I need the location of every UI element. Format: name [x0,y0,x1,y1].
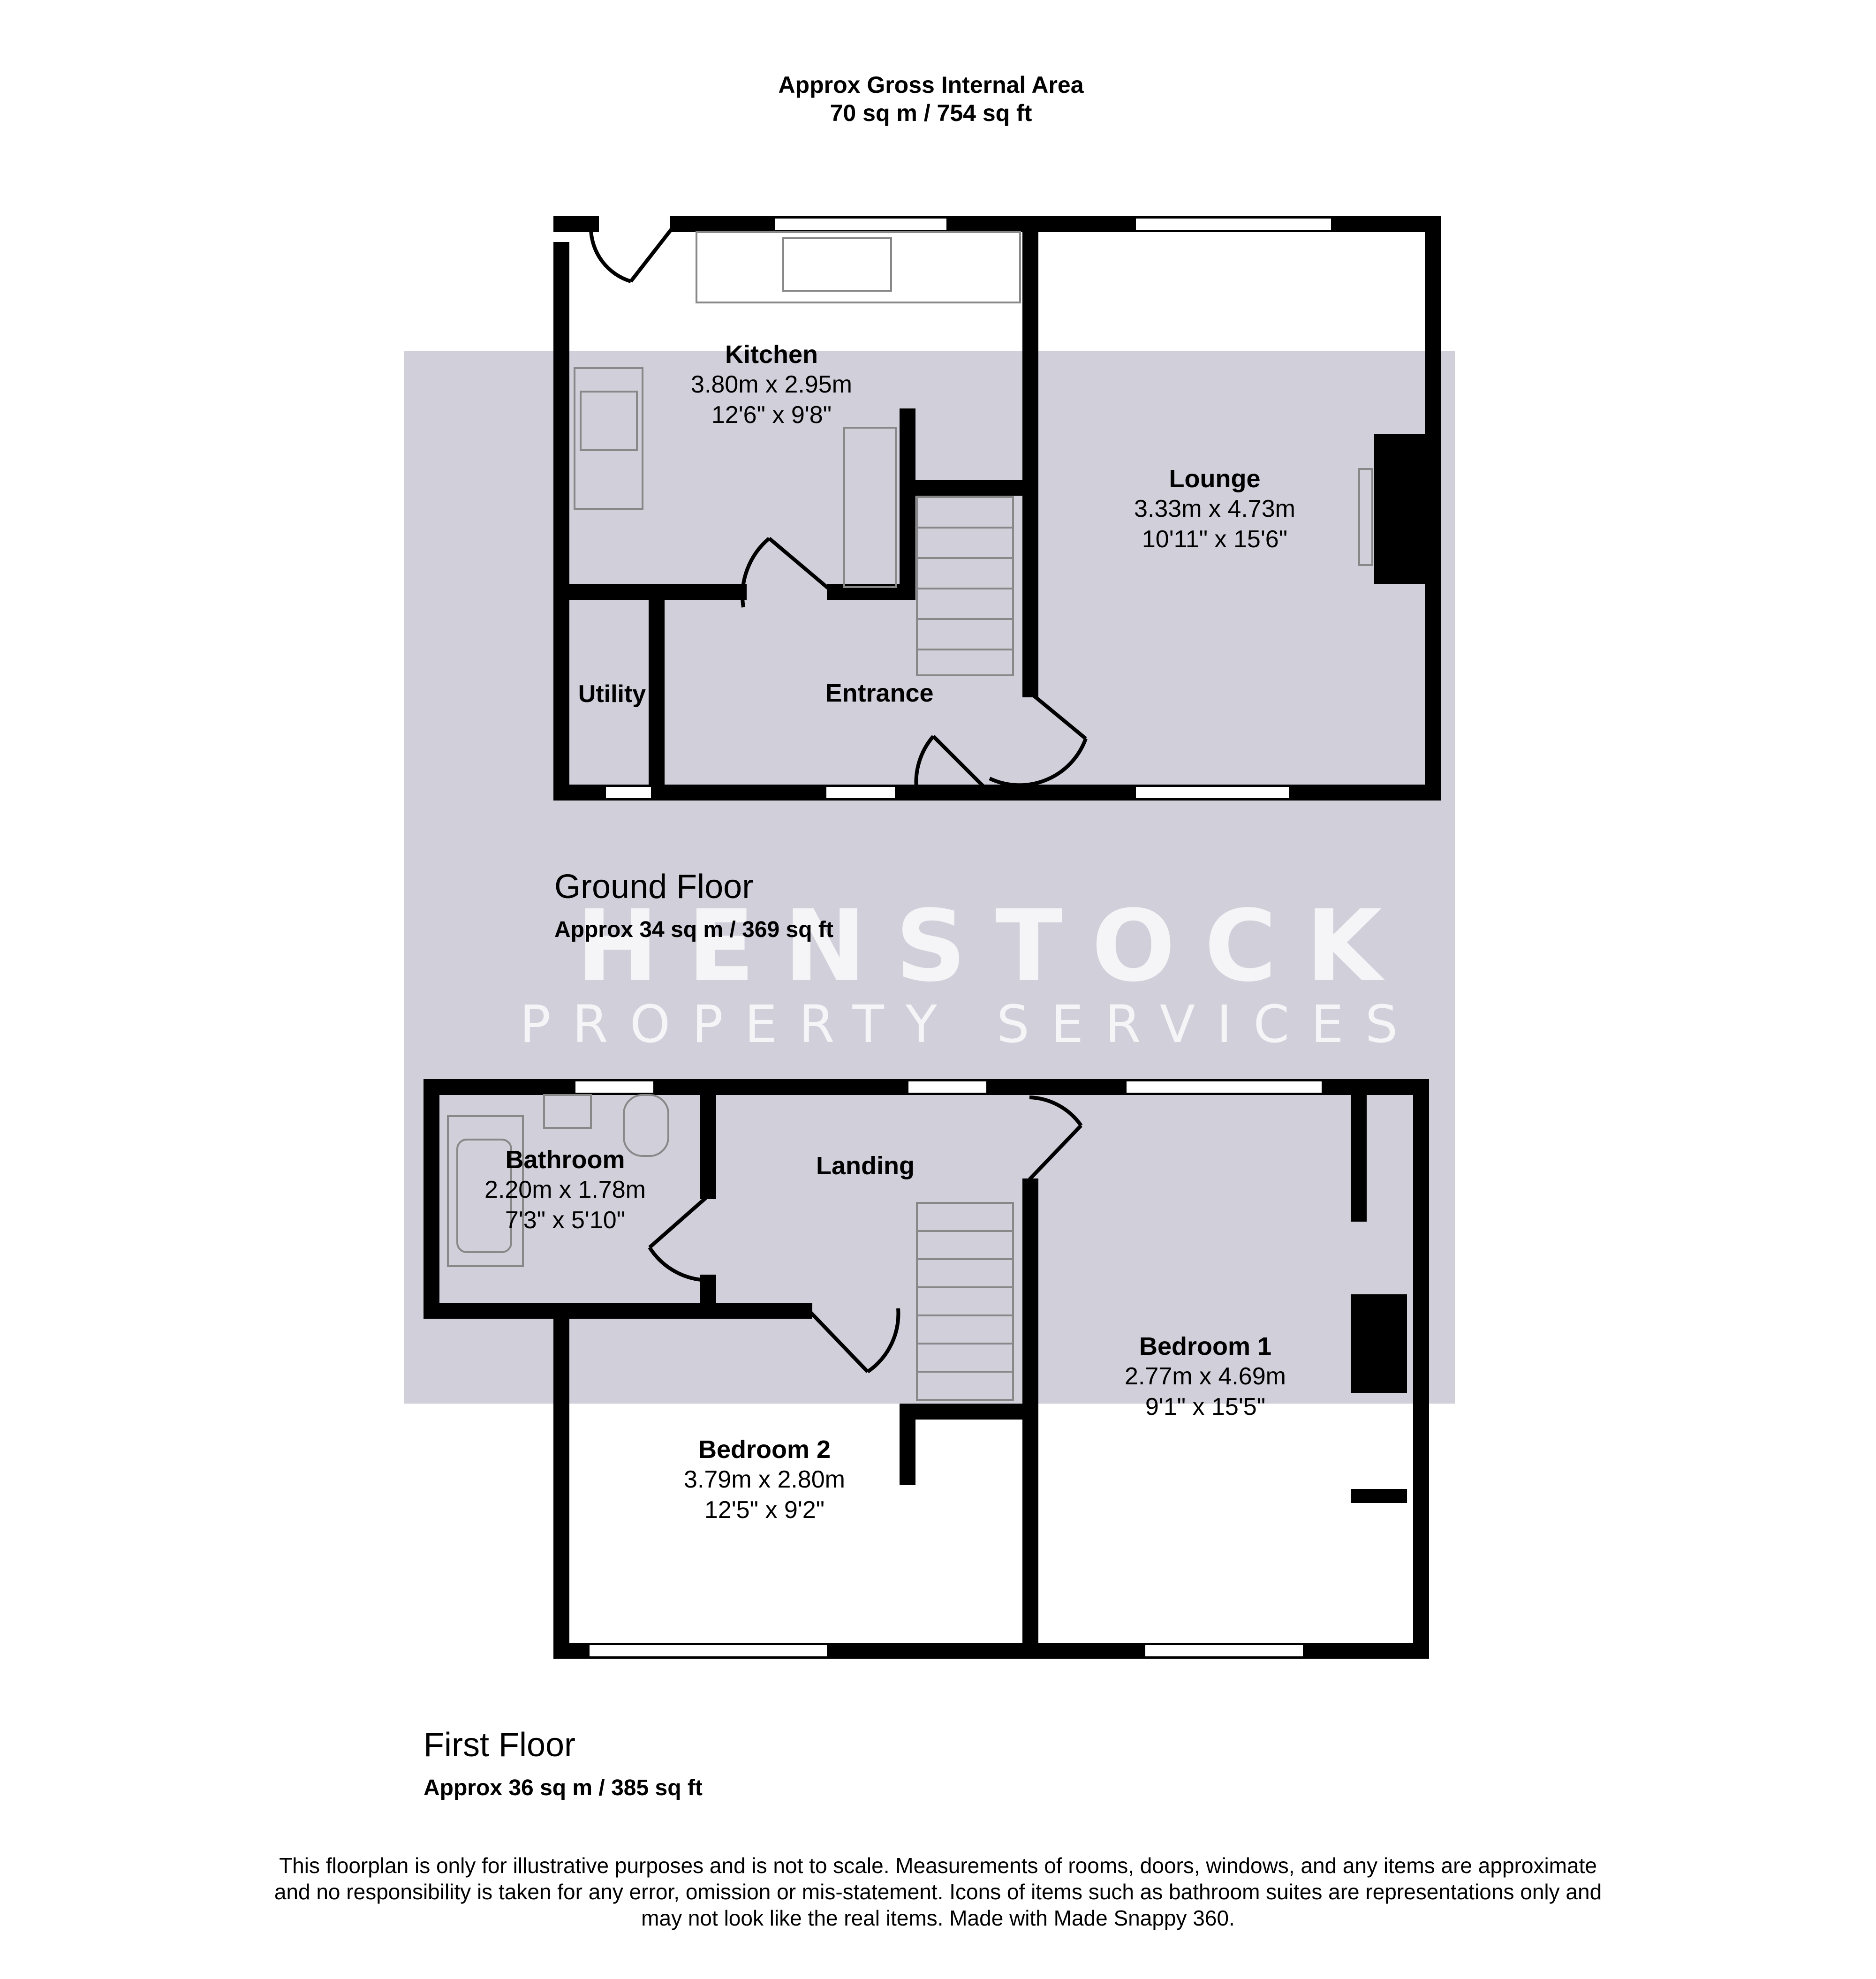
disclaimer-line: This floorplan is only for illustrative … [279,1853,1597,1878]
watermark-tagline: PROPERTY SERVICES [520,994,1420,1054]
first-floor-fixtures [447,1094,1014,1401]
ground-floor-windows [604,217,1333,800]
disclaimer-line: and no responsibility is taken for any e… [274,1880,1602,1904]
room-name-kitchen: Kitchen [725,340,818,369]
ground-floor-doors [589,223,1088,793]
header-area: 70 sq m / 754 sq ft [830,100,1032,126]
room-imperial-bathroom: 7'3" x 5'10" [505,1207,626,1234]
ground-floor-area: Approx 34 sq m / 369 sq ft [554,917,833,942]
room-metric-bedroom-2: 3.79m x 2.80m [684,1466,845,1493]
ground-floor-walls [553,216,1441,801]
room-name-lounge: Lounge [1169,465,1261,493]
first-floor-title: First Floor [424,1726,575,1764]
ground-floor-title: Ground Floor [554,868,754,906]
room-metric-bathroom: 2.20m x 1.78m [484,1176,646,1203]
room-metric-kitchen: 3.80m x 2.95m [691,371,852,398]
room-metric-bedroom-1: 2.77m x 4.69m [1125,1363,1286,1390]
disclaimer-line: may not look like the real items. Made w… [641,1906,1235,1930]
disclaimer: This floorplan is only for illustrative … [0,1852,1876,1931]
room-name-landing: Landing [816,1152,915,1180]
first-floor-area: Approx 36 sq m / 385 sq ft [424,1775,703,1800]
header-title: Approx Gross Internal Area [778,72,1084,98]
watermark-brand: HENSTOCK [576,889,1411,1004]
room-name-bedroom-2: Bedroom 2 [698,1435,831,1464]
first-floor-doors [648,1095,1083,1374]
lounge-fireplace [1374,434,1426,584]
first-floor-windows [574,1080,1324,1658]
ground-floor-fixtures [574,231,1373,676]
room-imperial-bedroom-1: 9'1" x 15'5" [1145,1393,1266,1420]
room-name-bathroom: Bathroom [505,1146,625,1174]
bedroom-1-wardrobes [1351,1093,1407,1503]
room-name-entrance: Entrance [825,679,934,707]
room-metric-lounge: 3.33m x 4.73m [1134,495,1295,522]
room-imperial-lounge: 10'11" x 15'6" [1142,526,1288,553]
room-name-utility: Utility [578,680,646,708]
room-name-bedroom-1: Bedroom 1 [1139,1332,1272,1360]
room-imperial-bedroom-2: 12'5" x 9'2" [704,1496,825,1524]
room-imperial-kitchen: 12'6" x 9'8" [711,401,832,429]
